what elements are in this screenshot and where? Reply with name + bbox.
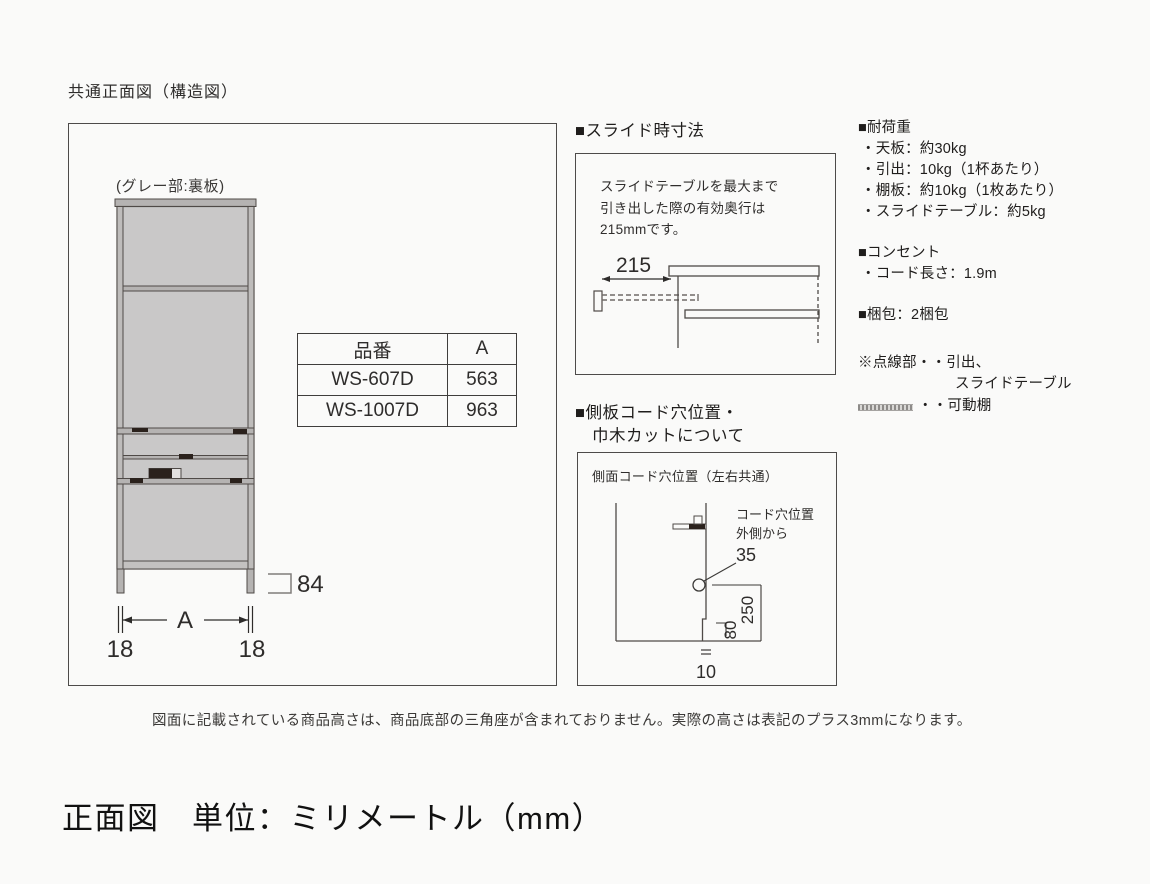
slide-description: スライドテーブルを最大まで 引き出した際の有効奥行は 215mmです。 <box>600 179 779 237</box>
load-item: ・スライドテーブル：約5kg <box>861 204 1046 220</box>
cell-part-number: WS-1007D <box>297 395 448 427</box>
table-row: WS-1007D 963 <box>297 395 517 427</box>
cell-dim-a: 963 <box>447 395 517 427</box>
slide-section-heading: ■スライド時寸法 <box>575 122 705 140</box>
front-view-panel: (グレー部:裏板) <box>68 123 557 686</box>
dim-left-thickness: 18 <box>107 636 134 663</box>
slide-diagram: 215 <box>593 254 820 348</box>
legend-hatch-row: ・・可動棚 <box>858 396 1143 417</box>
header-part-number: 品番 <box>297 333 448 365</box>
footer-title: 正面図 単位：ミリメートル（mm） <box>62 801 605 836</box>
dim-a-label: A <box>177 607 193 634</box>
cord-hole-circle <box>692 578 706 592</box>
specs-column: ■耐荷重 ・天板：約30kg ・引出：10kg（1杯あたり） ・棚板：約10kg… <box>858 118 1143 417</box>
dim-slide-depth: 215 <box>616 254 651 277</box>
movable-shelf-hatch-icon <box>858 404 913 411</box>
load-item: ・天板：約30kg <box>861 141 967 157</box>
cord-hole-callout-2: 外側から <box>736 526 788 541</box>
legend-hatch-label: ・・可動棚 <box>918 398 992 414</box>
table-row: WS-607D 563 <box>297 364 517 396</box>
outlet-heading: ■コンセント <box>858 245 941 261</box>
base-height-bracket <box>268 573 292 594</box>
cabinet-front-diagram: 84 A 18 18 <box>107 198 324 663</box>
dim-right-thickness: 18 <box>239 636 266 663</box>
dim-hole-offset: 35 <box>736 545 756 565</box>
slide-dimension-box: スライドテーブルを最大まで 引き出した際の有効奥行は 215mmです。 215 <box>575 153 836 375</box>
legend-dotted-line1: ※点線部・・引出、 <box>858 355 991 371</box>
legend-dotted-line2: スライドテーブル <box>955 376 1072 392</box>
cell-part-number: WS-607D <box>297 364 448 396</box>
load-item: ・棚板：約10kg（1枚あたり） <box>861 183 1064 199</box>
header-dim-a: A <box>447 333 517 365</box>
cord-hole-diagram-label: 側面コード穴位置（左右共通） <box>592 469 779 484</box>
side-panel-diagram: コード穴位置 外側から 35 250 80 10 <box>615 503 814 682</box>
dim-notch-depth: 10 <box>696 662 716 682</box>
load-capacity-heading: ■耐荷重 <box>858 120 912 136</box>
dim-base-height: 84 <box>297 571 324 598</box>
table-header-row: 品番 A <box>297 333 517 365</box>
cord-hole-box: 側面コード穴位置（左右共通） コード穴位置 外側から 35 250 80 <box>577 452 837 686</box>
side-panel-section-heading: ■側板コード穴位置・ 巾木カットについて <box>575 404 745 445</box>
dim-hole-height: 250 <box>738 596 757 624</box>
cell-dim-a: 563 <box>447 364 517 396</box>
packing-heading: ■梱包：2梱包 <box>858 307 949 323</box>
height-note: 図面に記載されている商品高さは、商品底部の三角座が含まれておりません。実際の高さ… <box>152 713 972 729</box>
dim-notch-height: 80 <box>721 621 740 640</box>
back-panel-label: (グレー部:裏板) <box>116 178 225 195</box>
page-title: 共通正面図（構造図） <box>68 84 239 101</box>
outlet-item: ・コード長さ：1.9m <box>861 266 997 282</box>
part-number-table: 品番 A WS-607D 563 WS-1007D 963 <box>297 333 517 427</box>
cord-hole-callout-1: コード穴位置 <box>736 507 814 522</box>
load-item: ・引出：10kg（1杯あたり） <box>861 162 1049 178</box>
